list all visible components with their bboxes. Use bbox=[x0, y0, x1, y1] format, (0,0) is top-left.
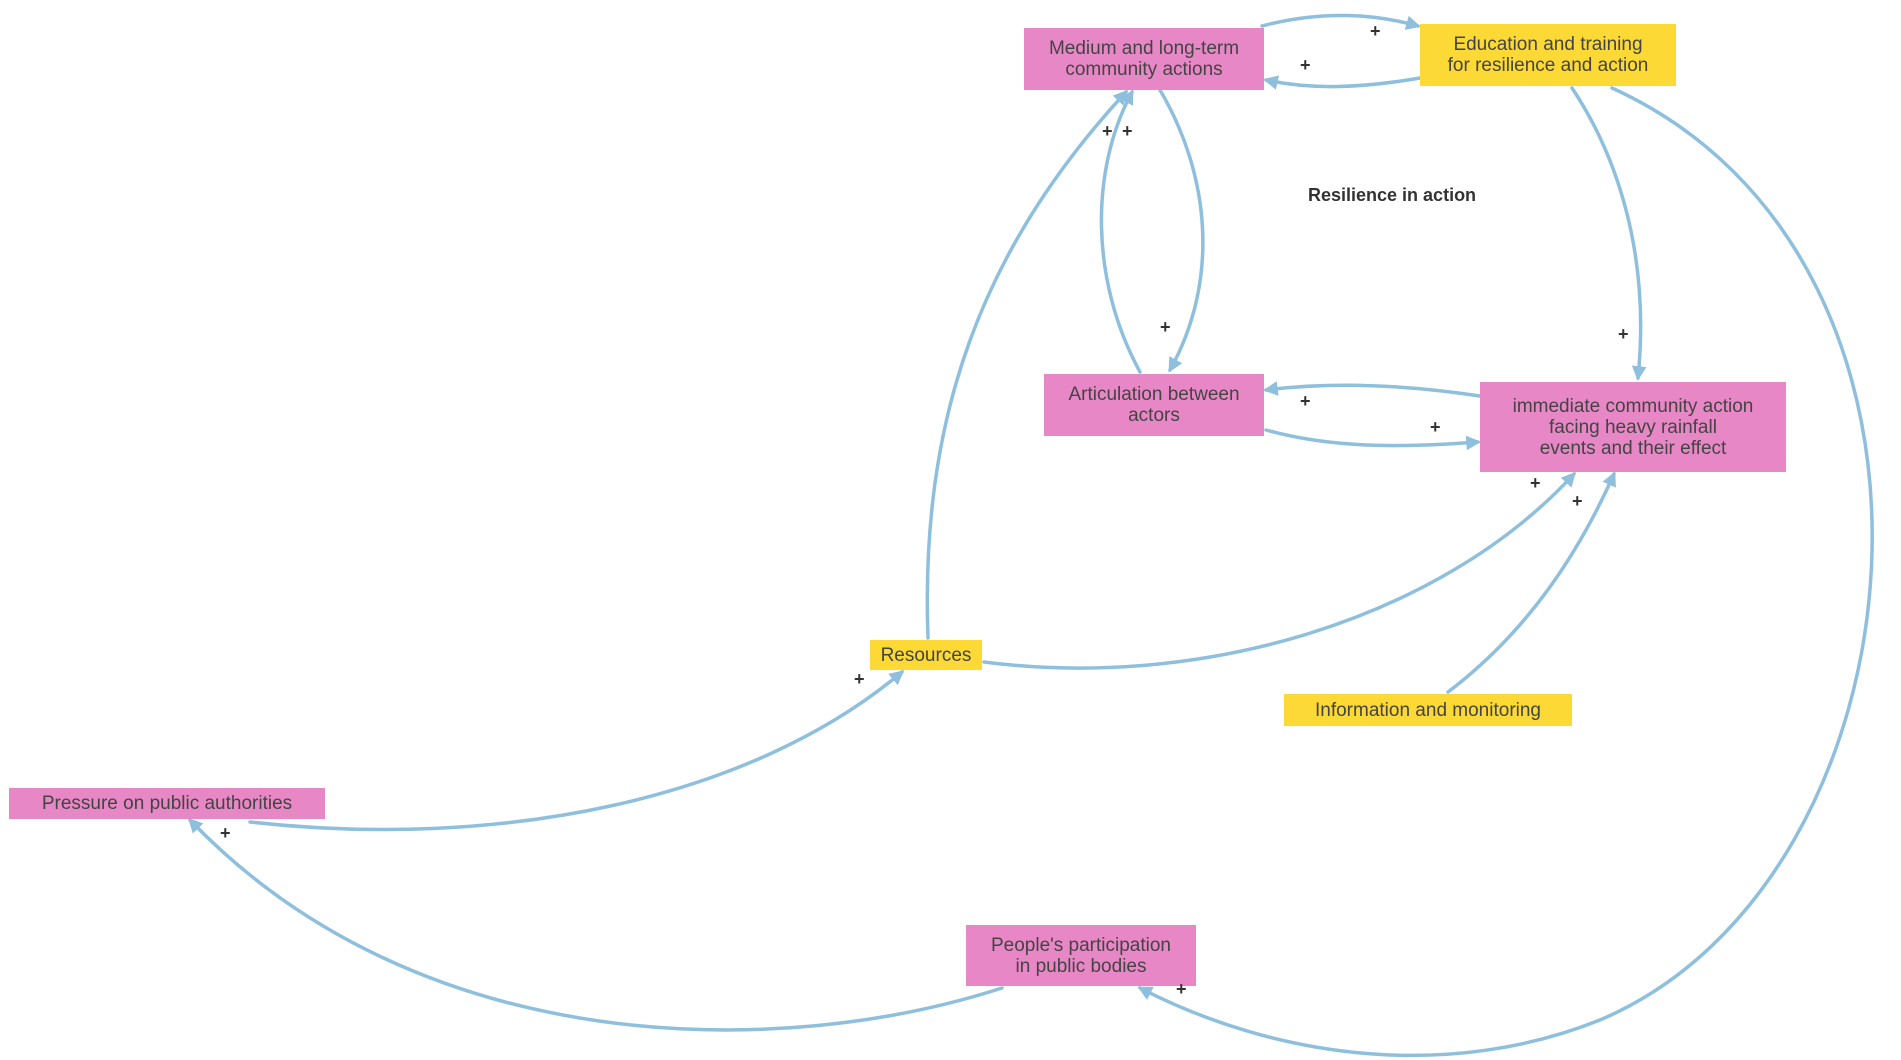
node-label: People's participation in public bodies bbox=[990, 934, 1172, 977]
polarity-education-to-medium: + bbox=[1300, 55, 1311, 75]
node-information-monitoring[interactable]: Information and monitoring bbox=[1284, 694, 1572, 726]
polarity-information-to-immediate: + bbox=[1572, 491, 1583, 511]
node-participation[interactable]: People's participation in public bodies bbox=[966, 925, 1196, 986]
polarity-pressure-to-resources: + bbox=[854, 669, 865, 689]
polarity-articulation-to-immediate: + bbox=[1430, 417, 1441, 437]
link-articulation-to-medium bbox=[1099, 89, 1142, 374]
node-immediate-action[interactable]: immediate community action facing heavy … bbox=[1480, 382, 1786, 472]
node-education-training[interactable]: Education and training for resilience an… bbox=[1420, 24, 1676, 86]
link-information-to-immediate bbox=[1446, 471, 1616, 694]
link-articulation-to-immediate bbox=[1264, 428, 1481, 451]
node-label: Information and monitoring bbox=[1314, 699, 1541, 721]
link-medium-to-education bbox=[1260, 13, 1421, 30]
link-education-to-immediate bbox=[1570, 86, 1647, 381]
node-pressure[interactable]: Pressure on public authorities bbox=[9, 788, 325, 819]
link-resources-to-medium bbox=[925, 89, 1128, 640]
link-participation-to-pressure bbox=[187, 817, 1004, 1032]
diagram-title: Resilience in action bbox=[1308, 185, 1477, 205]
polarity-immediate-to-articulation: + bbox=[1300, 391, 1311, 411]
polarity-articulation-to-medium: + bbox=[1122, 121, 1133, 141]
link-immediate-to-articulation bbox=[1263, 381, 1482, 398]
node-label: Medium and long-term community actions bbox=[1048, 38, 1240, 80]
polarity-education-to-participation: + bbox=[1176, 979, 1187, 999]
node-label: Education and training for resilience an… bbox=[1447, 34, 1649, 76]
node-label: immediate community action facing heavy … bbox=[1512, 395, 1754, 459]
polarity-education-to-immediate: + bbox=[1618, 324, 1629, 344]
polarity-resources-to-immediate: + bbox=[1530, 473, 1541, 493]
link-medium-to-articulation bbox=[1158, 88, 1205, 373]
node-label: Pressure on public authorities bbox=[41, 793, 293, 814]
link-education-to-medium bbox=[1263, 75, 1422, 90]
polarity-resources-to-medium: + bbox=[1102, 121, 1113, 141]
node-medium-long-term[interactable]: Medium and long-term community actions bbox=[1024, 28, 1264, 90]
link-resources-to-immediate bbox=[982, 471, 1576, 670]
polarity-medium-to-education: + bbox=[1370, 21, 1381, 41]
polarity-participation-to-pressure: + bbox=[220, 823, 231, 843]
node-articulation[interactable]: Articulation between actors bbox=[1044, 374, 1264, 436]
polarity-medium-to-articulation: + bbox=[1160, 317, 1171, 337]
node-label: Articulation between actors bbox=[1068, 384, 1240, 426]
node-label: Resources bbox=[880, 644, 972, 666]
link-pressure-to-resources bbox=[248, 670, 905, 832]
link-education-to-participation bbox=[1137, 86, 1874, 1058]
node-resources[interactable]: Resources bbox=[870, 640, 982, 670]
